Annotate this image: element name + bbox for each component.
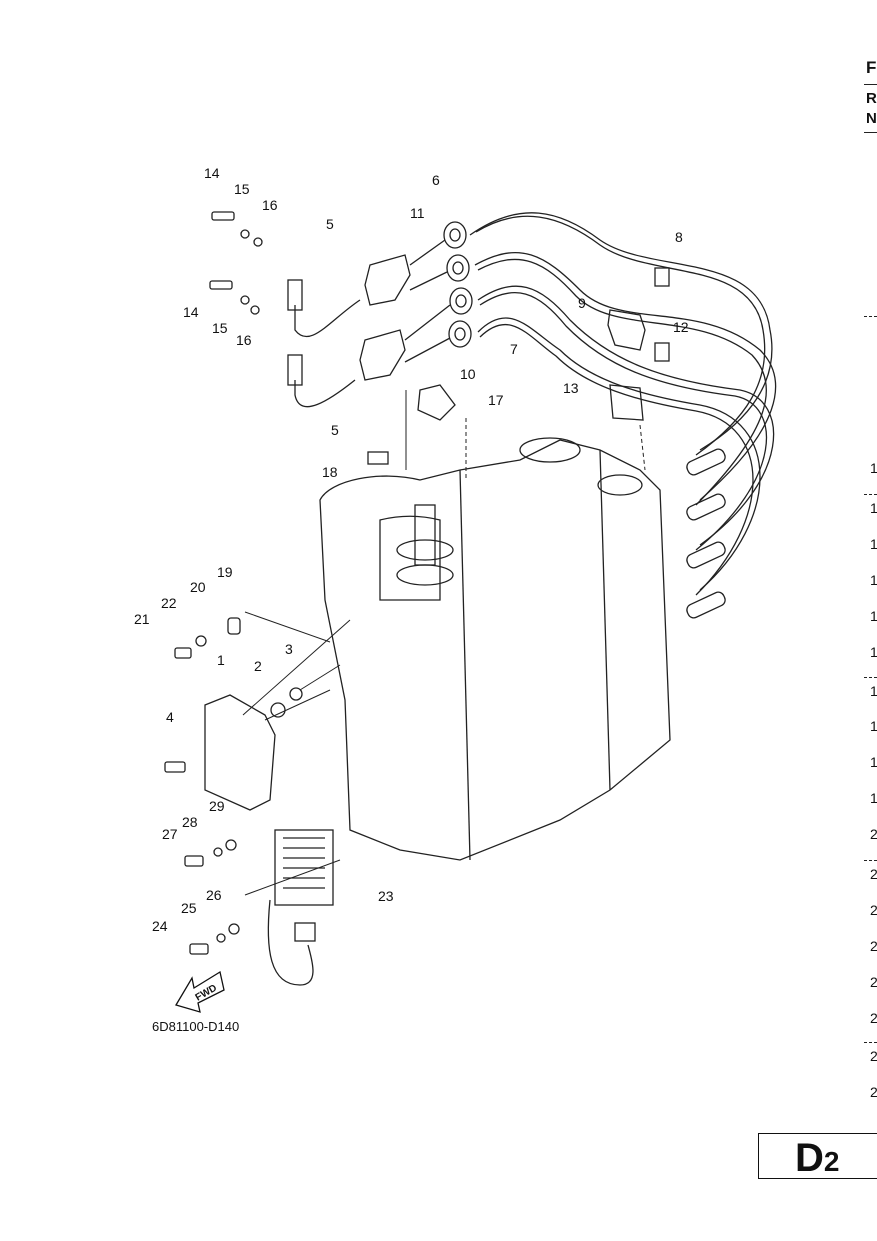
- callout-5: 5: [326, 216, 334, 232]
- callout-13: 13: [563, 380, 579, 396]
- row-label-cut: 1: [870, 718, 877, 734]
- callout-20: 20: [190, 579, 206, 595]
- row-label-cut: 2: [870, 974, 877, 990]
- callout-10: 10: [460, 366, 476, 382]
- callout-16: 16: [236, 332, 252, 348]
- row-label-cut: 1: [870, 644, 877, 660]
- callout-19: 19: [217, 564, 233, 580]
- row-label-cut: 1: [870, 536, 877, 552]
- callout-18: 18: [322, 464, 338, 480]
- callout-24: 24: [152, 918, 168, 934]
- callout-4: 4: [166, 709, 174, 725]
- row-label-cut: 1: [870, 683, 877, 699]
- row-label-cut: 1: [870, 572, 877, 588]
- callout-27: 27: [162, 826, 178, 842]
- callout-25: 25: [181, 900, 197, 916]
- callout-2: 2: [254, 658, 262, 674]
- callout-14: 14: [183, 304, 199, 320]
- callout-15: 15: [212, 320, 228, 336]
- callout-6: 6: [432, 172, 440, 188]
- callout-29: 29: [209, 798, 225, 814]
- row-label-cut: 2: [870, 826, 877, 842]
- row-label-cut: 1: [870, 608, 877, 624]
- row-label-cut: 1: [870, 790, 877, 806]
- callout-15: 15: [234, 181, 250, 197]
- callout-17: 17: [488, 392, 504, 408]
- header-rule: [864, 84, 877, 85]
- callout-1: 1: [217, 652, 225, 668]
- page-number: 2: [823, 1146, 840, 1177]
- header-rule: [864, 132, 877, 133]
- row-label-cut: 2: [870, 938, 877, 954]
- callout-21: 21: [134, 611, 150, 627]
- callout-28: 28: [182, 814, 198, 830]
- header-cut-2: R: [866, 90, 877, 107]
- row-divider: [864, 494, 877, 495]
- header-cut-1: F: [866, 58, 877, 77]
- callout-26: 26: [206, 887, 222, 903]
- callout-16: 16: [262, 197, 278, 213]
- callout-12: 12: [673, 319, 689, 335]
- callout-3: 3: [285, 641, 293, 657]
- callout-5: 5: [331, 422, 339, 438]
- callout-23: 23: [378, 888, 394, 904]
- callout-11: 11: [410, 205, 425, 221]
- header-cut-3: N: [866, 110, 877, 127]
- page-label: D2: [758, 1133, 877, 1180]
- row-divider: [864, 677, 877, 678]
- row-label-cut: 1: [870, 460, 877, 476]
- row-divider: [864, 860, 877, 861]
- row-label-cut: 1: [870, 500, 877, 516]
- callout-8: 8: [675, 229, 683, 245]
- callout-9: 9: [578, 295, 586, 311]
- row-divider: [864, 316, 877, 317]
- callout-7: 7: [510, 341, 518, 357]
- page-letter: D: [795, 1136, 824, 1180]
- row-label-cut: 2: [870, 902, 877, 918]
- callout-14: 14: [204, 165, 220, 181]
- row-label-cut: 1: [870, 754, 877, 770]
- row-label-cut: 2: [870, 1048, 877, 1064]
- row-label-cut: 2: [870, 866, 877, 882]
- row-divider: [864, 1042, 877, 1043]
- callout-22: 22: [161, 595, 177, 611]
- fwd-arrow-icon: FWD: [175, 970, 225, 1013]
- row-label-cut: 2: [870, 1010, 877, 1026]
- diagram-code: 6D81100-D140: [152, 1019, 240, 1034]
- row-label-cut: 2: [870, 1084, 877, 1100]
